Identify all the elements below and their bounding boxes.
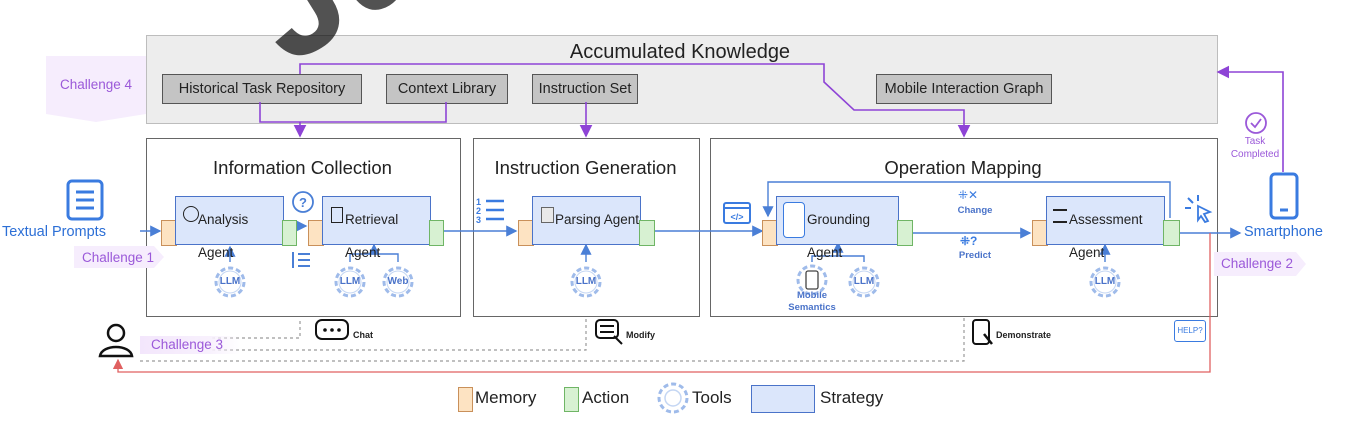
- retrieval-agent-label: Retrieval Agent: [345, 212, 399, 260]
- challenge-4-banner: [46, 56, 146, 122]
- challenge-1-banner: [74, 246, 164, 268]
- legend-action-label: Action: [582, 388, 630, 407]
- analysis-agent: Analysis Agent: [175, 196, 284, 260]
- tools-gear-icon: [334, 266, 366, 298]
- legend-tools-label: Tools: [692, 388, 732, 407]
- challenge-3-band: [140, 336, 240, 354]
- task-completed-icon: [1245, 112, 1267, 134]
- challenge-2-label: Challenge 2: [1221, 256, 1294, 271]
- tools-gear-icon: [382, 266, 414, 298]
- mobile-semantics-label-2: Semantics: [788, 302, 836, 313]
- smartphone-icon: [1269, 172, 1299, 220]
- predict-label: Predict: [958, 250, 992, 261]
- chat-icon: [315, 319, 349, 340]
- historical-task-repository-box: Historical Task Repository: [162, 74, 362, 104]
- user-icon: [98, 323, 134, 358]
- tools-gear-icon: [848, 266, 880, 298]
- numbered-list-icon: 1 2 3: [476, 197, 504, 224]
- grounding-agent-label: Grounding Agent: [807, 212, 871, 260]
- instruction-generation-title: Instruction Generation: [494, 157, 677, 178]
- web-tool-label: Web: [387, 276, 409, 287]
- legend-memory-swatch: [458, 387, 473, 412]
- question-icon: ?: [292, 191, 314, 213]
- legend-tools-gear-icon: [657, 382, 689, 414]
- action-slot: [1163, 220, 1180, 246]
- analysis-agent-label: Analysis Agent: [198, 212, 249, 260]
- svg-text:</>: </>: [730, 212, 743, 222]
- mobile-interaction-graph-box: Mobile Interaction Graph: [876, 74, 1052, 104]
- action-slot: [639, 220, 655, 246]
- operation-mapping-title: Operation Mapping: [884, 157, 1042, 178]
- search-document-icon: [331, 207, 343, 223]
- llm-tool-label: LLM: [219, 276, 241, 287]
- click-pointer-icon: [1185, 195, 1213, 224]
- code-window-icon: </>: [723, 202, 751, 224]
- legend-action-swatch: [564, 387, 579, 412]
- predict-click-icon: ⁜?: [960, 234, 978, 248]
- legend-memory-label: Memory: [475, 388, 537, 407]
- task-completed-label-2: Completed: [1230, 149, 1280, 160]
- help-bubble-icon: HELP?: [1174, 320, 1206, 342]
- svg-text:?: ?: [299, 195, 307, 210]
- llm-tool-label: LLM: [339, 276, 361, 287]
- mobile-semantics-label-1: Mobile: [796, 290, 828, 301]
- modify-label: Modify: [626, 330, 655, 340]
- action-slot: [429, 220, 444, 246]
- action-slot: [897, 220, 913, 246]
- accumulated-knowledge-title: Accumulated Knowledge: [569, 41, 791, 63]
- phone-robot-icon: [783, 202, 805, 238]
- assessment-agent-label: Assessment Agent: [1069, 212, 1143, 260]
- change-click-icon: ⁜✕: [958, 188, 979, 202]
- information-collection-title: Information Collection: [213, 157, 392, 178]
- instruction-set-box: Instruction Set: [532, 74, 638, 104]
- llm-tool-label: LLM: [853, 276, 875, 287]
- legend-strategy-label: Strategy: [820, 388, 884, 407]
- parsing-agent: Parsing Agent: [532, 196, 641, 245]
- svg-text:3: 3: [476, 215, 481, 224]
- parsing-icon: [541, 207, 554, 223]
- modify-icon: [595, 319, 623, 345]
- llm-tool-label: LLM: [1094, 276, 1116, 287]
- llm-tool-label: LLM: [575, 276, 597, 287]
- chat-label: Chat: [353, 330, 373, 340]
- parsing-agent-label: Parsing Agent: [555, 212, 640, 227]
- smartphone-label: Smartphone: [1244, 224, 1323, 240]
- challenge-4-label: Challenge 4: [59, 77, 133, 92]
- retrieval-agent: Retrieval Agent: [322, 196, 431, 260]
- list-icon: [292, 252, 310, 268]
- textual-prompts-label: Textual Prompts: [2, 224, 106, 240]
- change-label: Change: [957, 205, 993, 216]
- document-icon: [66, 179, 104, 221]
- mobile-semantics-gear-icon: [796, 264, 828, 296]
- svg-text:2: 2: [476, 206, 481, 216]
- demonstrate-label: Demonstrate: [996, 330, 1052, 340]
- grounding-agent: Grounding Agent: [776, 196, 899, 260]
- demonstrate-icon: [972, 319, 993, 345]
- context-library-box: Context Library: [386, 74, 508, 104]
- action-slot: [282, 220, 297, 246]
- checklist-icon: [1053, 209, 1067, 223]
- challenge-3-label: Challenge 3: [151, 337, 224, 352]
- challenge-2-banner: [1214, 252, 1306, 276]
- tools-gear-icon: [1089, 266, 1121, 298]
- task-completed-label-1: Task: [1244, 136, 1266, 147]
- brain-icon: [183, 206, 199, 222]
- legend-strategy-swatch: [751, 385, 815, 413]
- tools-gear-icon: [570, 266, 602, 298]
- svg-text:1: 1: [476, 197, 481, 207]
- challenge-1-label: Challenge 1: [82, 250, 155, 265]
- assessment-agent: Assessment Agent: [1046, 196, 1165, 260]
- tools-gear-icon: [214, 266, 246, 298]
